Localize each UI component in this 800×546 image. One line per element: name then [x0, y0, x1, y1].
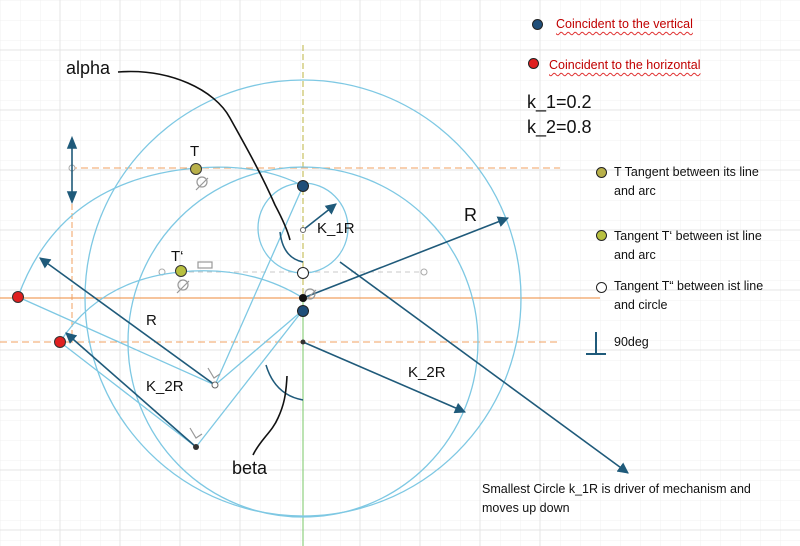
legend-vertical: Coincident to the vertical: [556, 15, 693, 34]
dimension-arrows: [39, 203, 629, 474]
beta-leader-line: [252, 375, 288, 456]
legend-T2-line1: Tangent T“ between ist line: [614, 279, 764, 293]
point-center[interactable]: [299, 294, 307, 302]
circle-K2R: [127, 166, 479, 518]
legend-dot-vertical: [532, 19, 543, 30]
legend-dot-T1: [596, 230, 607, 241]
legend-vertical-text: Coincident to the vertical: [556, 17, 693, 31]
pivot-k1-center[interactable]: [300, 227, 306, 233]
label-alpha: alpha: [66, 58, 111, 78]
legend-dot-horizontal: [528, 58, 539, 69]
point-horizontal-lower[interactable]: [54, 336, 66, 348]
point-horizontal-left[interactable]: [12, 291, 24, 303]
label-beta: beta: [232, 458, 268, 478]
label-K1R: K_1R: [317, 220, 355, 237]
vertical-drag-arrow[interactable]: [66, 135, 78, 205]
point-tangent-T[interactable]: [190, 163, 202, 175]
perpendicular-icon: [586, 332, 606, 355]
guide-handle-mid-right[interactable]: [420, 268, 428, 276]
legend-perp: 90deg: [614, 335, 649, 349]
legend-T1-line1: Tangent T‘ between ist line: [614, 229, 762, 243]
param-k2: k_2=0.8: [527, 117, 592, 137]
point-tangent-T1[interactable]: [175, 265, 187, 277]
label-T1: T‘: [171, 248, 184, 265]
legend-T2: Tangent T“ between ist line and circle: [614, 277, 763, 315]
legend-T2-line2: and circle: [614, 298, 668, 312]
pivot-k2-center[interactable]: [300, 339, 306, 345]
pivot-lower[interactable]: [193, 444, 199, 450]
label-K2R-left: K_2R: [146, 378, 184, 395]
param-k1: k_1=0.2: [527, 92, 592, 112]
link-lines: [17, 185, 304, 448]
note-line1: Smallest Circle k_1R is driver of mechan…: [482, 482, 751, 496]
legend-T: T Tangent between its line and arc: [614, 163, 759, 201]
legend-horizontal: Coincident to the horizontal: [549, 56, 700, 75]
note-line2: moves up down: [482, 501, 570, 515]
angle-beta-arc: [265, 364, 304, 401]
legend-dot-T2: [596, 282, 607, 293]
pivot-upper[interactable]: [211, 381, 219, 389]
legend-T-line1: T Tangent between its line: [614, 165, 759, 179]
legend-horizontal-text: Coincident to the horizontal: [549, 58, 701, 72]
legend-dot-T: [596, 167, 607, 178]
circle-R: [84, 79, 522, 517]
angle-alpha-arc: [279, 231, 304, 263]
label-R-right: R: [464, 205, 477, 225]
label-T: T: [190, 143, 200, 160]
legend-T1: Tangent T‘ between ist line and arc: [614, 227, 762, 265]
point-tangent-T2[interactable]: [297, 267, 309, 279]
label-R-left: R: [146, 312, 157, 329]
point-vertical-top[interactable]: [297, 180, 309, 192]
legend-T-line2: and arc: [614, 184, 656, 198]
alpha-leader-line: [117, 70, 291, 241]
note-text: Smallest Circle k_1R is driver of mechan…: [482, 480, 751, 518]
legend-T1-line2: and arc: [614, 248, 656, 262]
arc-upper: [17, 166, 304, 298]
label-K2R-right: K_2R: [408, 364, 446, 381]
point-vertical-bottom[interactable]: [297, 305, 309, 317]
